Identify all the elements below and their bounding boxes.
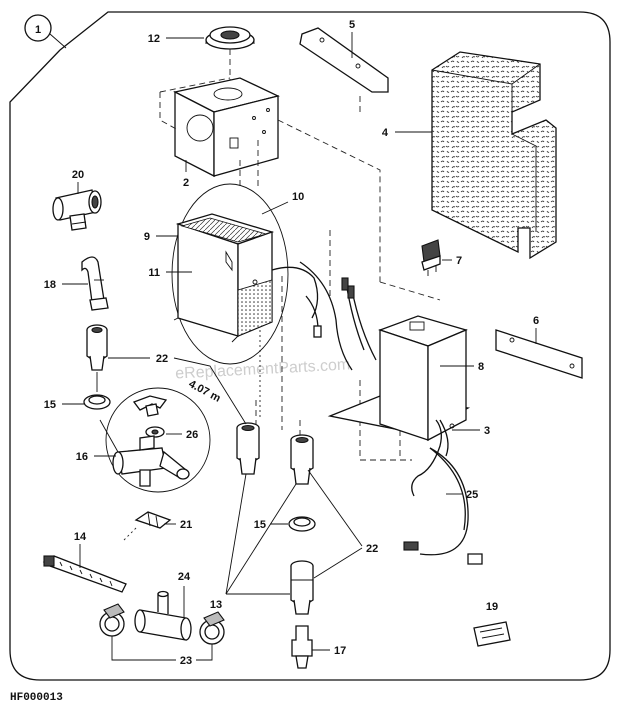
part-25-power-cable: 25: [403, 447, 483, 565]
part-16-valve-assembly: 26 16: [76, 372, 211, 493]
diagram-frame: [9, 11, 611, 681]
part-7-switch: 7: [421, 239, 462, 276]
callout-22-lower: 22: [307, 469, 378, 579]
part-19-label-plate: 19: [473, 601, 511, 647]
part-6-strap: 6: [495, 315, 583, 379]
callout-labels-top: 2 12: [148, 33, 204, 189]
svg-text:2: 2: [183, 177, 189, 189]
svg-text:26: 26: [186, 429, 198, 441]
svg-text:17: 17: [334, 645, 346, 657]
watermark: eReplacementParts.com: [175, 356, 351, 382]
svg-text:21: 21: [180, 519, 192, 531]
svg-text:24: 24: [178, 571, 191, 583]
svg-text:16: 16: [76, 451, 88, 463]
assembly-callout: 1: [24, 14, 67, 49]
svg-text:25: 25: [466, 489, 478, 501]
svg-text:18: 18: [44, 279, 56, 291]
part-23-callout: 23: [111, 636, 213, 667]
part-5-bracket: 5: [299, 19, 389, 93]
svg-text:9: 9: [144, 231, 150, 243]
svg-text:4: 4: [382, 127, 389, 139]
hose-connector-upper: [86, 324, 108, 371]
svg-text:15: 15: [254, 519, 266, 531]
hose-connector-center-left: [236, 422, 260, 475]
callout-13: 13: [210, 473, 297, 611]
hose-connector-lower: [290, 560, 314, 615]
wiring-harness: [271, 261, 377, 371]
svg-text:13: 13: [210, 599, 222, 611]
svg-text:22: 22: [366, 543, 378, 555]
part-4-foam-insulation: 4: [382, 51, 557, 260]
part-17-barb-fitting: 17: [291, 625, 346, 669]
hose-connector-center-right: [290, 434, 314, 485]
part-14-cable-tie: 14: [42, 531, 127, 593]
part-12-grommet: [205, 26, 255, 82]
part-15-ring-left: 15: [44, 394, 111, 411]
part-20-tee-fitting: 20: [52, 169, 102, 231]
svg-text:11: 11: [148, 267, 160, 279]
part-24-tee-connector: 24: [134, 571, 192, 641]
svg-text:12: 12: [148, 33, 160, 45]
assembly-lines: [159, 77, 441, 461]
svg-text:3: 3: [484, 425, 490, 437]
part-2-housing: [173, 77, 280, 178]
part-23-hose-clamp-left: [99, 603, 125, 637]
part-21-clip: 21: [123, 511, 192, 541]
svg-text:6: 6: [533, 315, 539, 327]
svg-text:23: 23: [180, 655, 192, 667]
part-11-reservoir: 9 10 11: [144, 183, 304, 365]
svg-text:8: 8: [478, 361, 484, 373]
svg-text:19: 19: [486, 601, 498, 613]
part-18-hose: 18: [44, 256, 109, 311]
svg-text:5: 5: [349, 19, 355, 31]
svg-text:1: 1: [35, 24, 41, 36]
svg-text:22: 22: [156, 353, 168, 365]
svg-text:15: 15: [44, 399, 56, 411]
svg-text:10: 10: [292, 191, 304, 203]
svg-text:14: 14: [74, 531, 87, 543]
svg-text:20: 20: [72, 169, 84, 181]
part-3-base-bracket: 8 3: [327, 315, 490, 497]
part-23-hose-clamp-right: [199, 611, 225, 645]
part-15-ring-center: 15: [254, 516, 316, 532]
diagram-code: HF000013: [10, 692, 63, 704]
svg-text:7: 7: [456, 255, 462, 267]
